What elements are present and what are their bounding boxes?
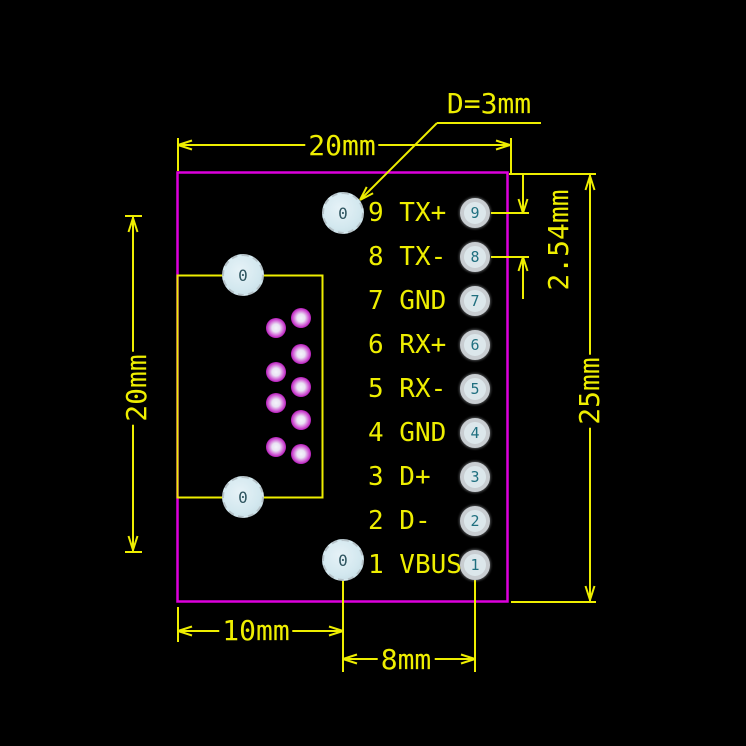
dimension-label-pin-pitch: 2.54mm: [542, 186, 575, 294]
arrowhead: [359, 186, 368, 201]
arrowhead: [517, 198, 524, 214]
pin-pad-number: 9: [470, 204, 480, 222]
dimension-label-bottom-left: 10mm: [219, 616, 293, 646]
pin-pad-number: 1: [470, 556, 480, 574]
mounting-hole-number: 0: [238, 265, 248, 285]
dimension-label-top-width: 20mm: [305, 131, 379, 161]
pin-pad-number: 3: [470, 468, 480, 486]
pin-label: 4 GND: [368, 418, 447, 448]
db9-pin-pad: [291, 410, 311, 430]
arrowhead: [495, 144, 511, 151]
arrowhead: [342, 658, 358, 665]
pin-label: 8 TX-: [368, 242, 447, 272]
pin-label: 5 RX-: [368, 374, 447, 404]
pin-label: 3 D+: [368, 462, 431, 492]
pin-label: 9 TX+: [368, 198, 447, 228]
arrowhead: [517, 256, 524, 272]
arrowhead: [328, 630, 344, 637]
pin-pad-number: 5: [470, 380, 480, 398]
db9-pin-pad: [291, 344, 311, 364]
arrowhead: [132, 217, 139, 233]
pin-pad: 2: [460, 506, 490, 536]
pin-pad-number: 7: [470, 292, 480, 310]
db9-pin-pad: [291, 308, 311, 328]
arrowhead: [132, 535, 139, 551]
arrowhead: [589, 585, 596, 601]
mounting-hole-number: 0: [238, 487, 248, 507]
pin-pad-number: 8: [470, 248, 480, 266]
arrowhead: [177, 139, 193, 146]
arrowhead: [177, 144, 193, 151]
pin-pad: 4: [460, 418, 490, 448]
db9-pin-pad: [266, 437, 286, 457]
arrowhead: [589, 175, 596, 191]
pin-pad: 1: [460, 550, 490, 580]
pin-pad: 8: [460, 242, 490, 272]
pin-pad-number: 2: [470, 512, 480, 530]
pin-pad-number: 4: [470, 424, 480, 442]
mounting-hole-number: 0: [338, 550, 348, 570]
arrowhead: [359, 192, 374, 201]
mounting-hole-number: 0: [338, 203, 348, 223]
pin-pad: 3: [460, 462, 490, 492]
dimension-label-right-height: 25mm: [573, 354, 606, 428]
pin-label: 1 VBUS: [368, 550, 462, 580]
db9-pin-pad: [266, 362, 286, 382]
board-outline: [176, 171, 509, 603]
db9-pin-pad: [266, 318, 286, 338]
db9-pin-pad: [266, 393, 286, 413]
db9-pin-pad: [291, 444, 311, 464]
db9-pin-pad: [291, 377, 311, 397]
arrowhead: [177, 625, 193, 632]
mounting-hole-pad: 0: [322, 192, 364, 234]
mounting-hole-pad: 0: [222, 254, 264, 296]
arrowhead: [584, 175, 591, 191]
pin-pad: 7: [460, 286, 490, 316]
arrowhead: [584, 585, 591, 601]
arrowhead: [177, 630, 193, 637]
pin-label: 7 GND: [368, 286, 447, 316]
dimension-label-hole-diameter: D=3mm: [443, 89, 535, 119]
arrowhead: [342, 653, 358, 660]
mounting-hole-pad: 0: [322, 539, 364, 581]
pin-pad-number: 6: [470, 336, 480, 354]
pin-pad: 6: [460, 330, 490, 360]
dimension-line: [361, 122, 438, 199]
mounting-hole-pad: 0: [222, 476, 264, 518]
arrowhead: [460, 653, 476, 660]
arrowhead: [522, 198, 529, 214]
pin-label: 2 D-: [368, 506, 431, 536]
dimension-label-bottom-right: 8mm: [377, 645, 435, 675]
arrowhead: [522, 256, 529, 272]
arrowhead: [127, 535, 134, 551]
arrowhead: [495, 139, 511, 146]
pin-pad: 5: [460, 374, 490, 404]
pin-label: 6 RX+: [368, 330, 447, 360]
arrowhead: [460, 658, 476, 665]
pin-pad: 9: [460, 198, 490, 228]
dimension-label-left-height: 20mm: [120, 351, 153, 425]
arrowhead: [328, 625, 344, 632]
arrowhead: [127, 217, 134, 233]
